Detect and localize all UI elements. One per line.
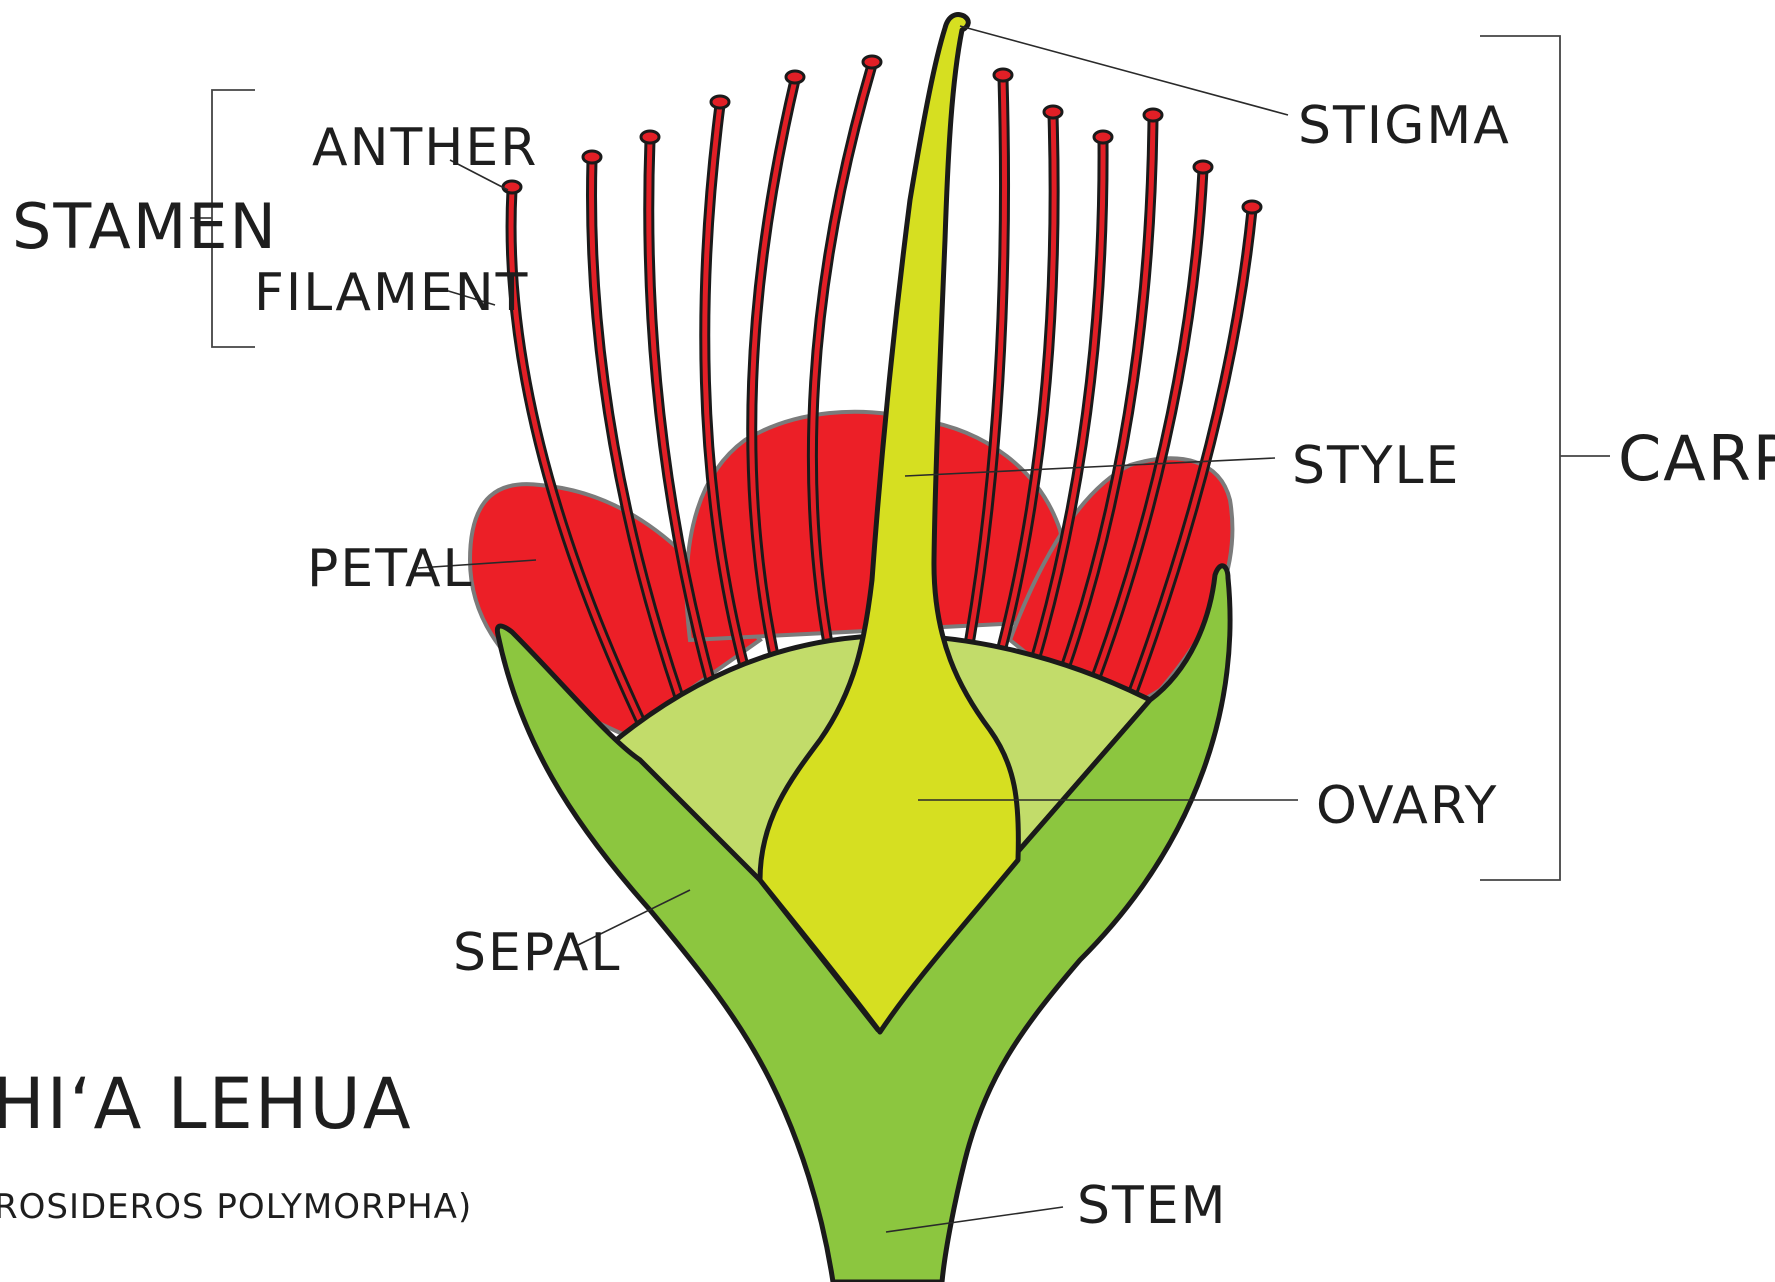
anther	[1243, 201, 1261, 213]
anther	[583, 151, 601, 163]
label-stem: STEM	[1077, 1176, 1228, 1236]
label-carpel: CARPEL	[1618, 422, 1775, 495]
label-petal: PETAL	[307, 539, 473, 599]
anther	[503, 181, 521, 193]
anther	[1094, 131, 1112, 143]
anther	[711, 96, 729, 108]
label-anther: ANTHER	[312, 118, 538, 178]
anther	[1044, 106, 1062, 118]
anther	[863, 56, 881, 68]
anther	[994, 69, 1012, 81]
anther	[1194, 161, 1212, 173]
label-style: STYLE	[1292, 436, 1460, 496]
anther	[1144, 109, 1162, 121]
diagram-title: HI‘A LEHUA	[0, 1063, 413, 1145]
anther	[641, 131, 659, 143]
label-stigma: STIGMA	[1298, 96, 1511, 156]
label-ovary: OVARY	[1316, 776, 1498, 836]
anther	[786, 71, 804, 83]
carpel-bracket	[1480, 36, 1610, 880]
label-filament: FILAMENT	[254, 263, 529, 323]
label-stamen: STAMEN	[12, 190, 278, 263]
label-sepal: SEPAL	[453, 923, 621, 983]
diagram-subtitle: ROSIDEROS POLYMORPHA)	[0, 1187, 472, 1227]
